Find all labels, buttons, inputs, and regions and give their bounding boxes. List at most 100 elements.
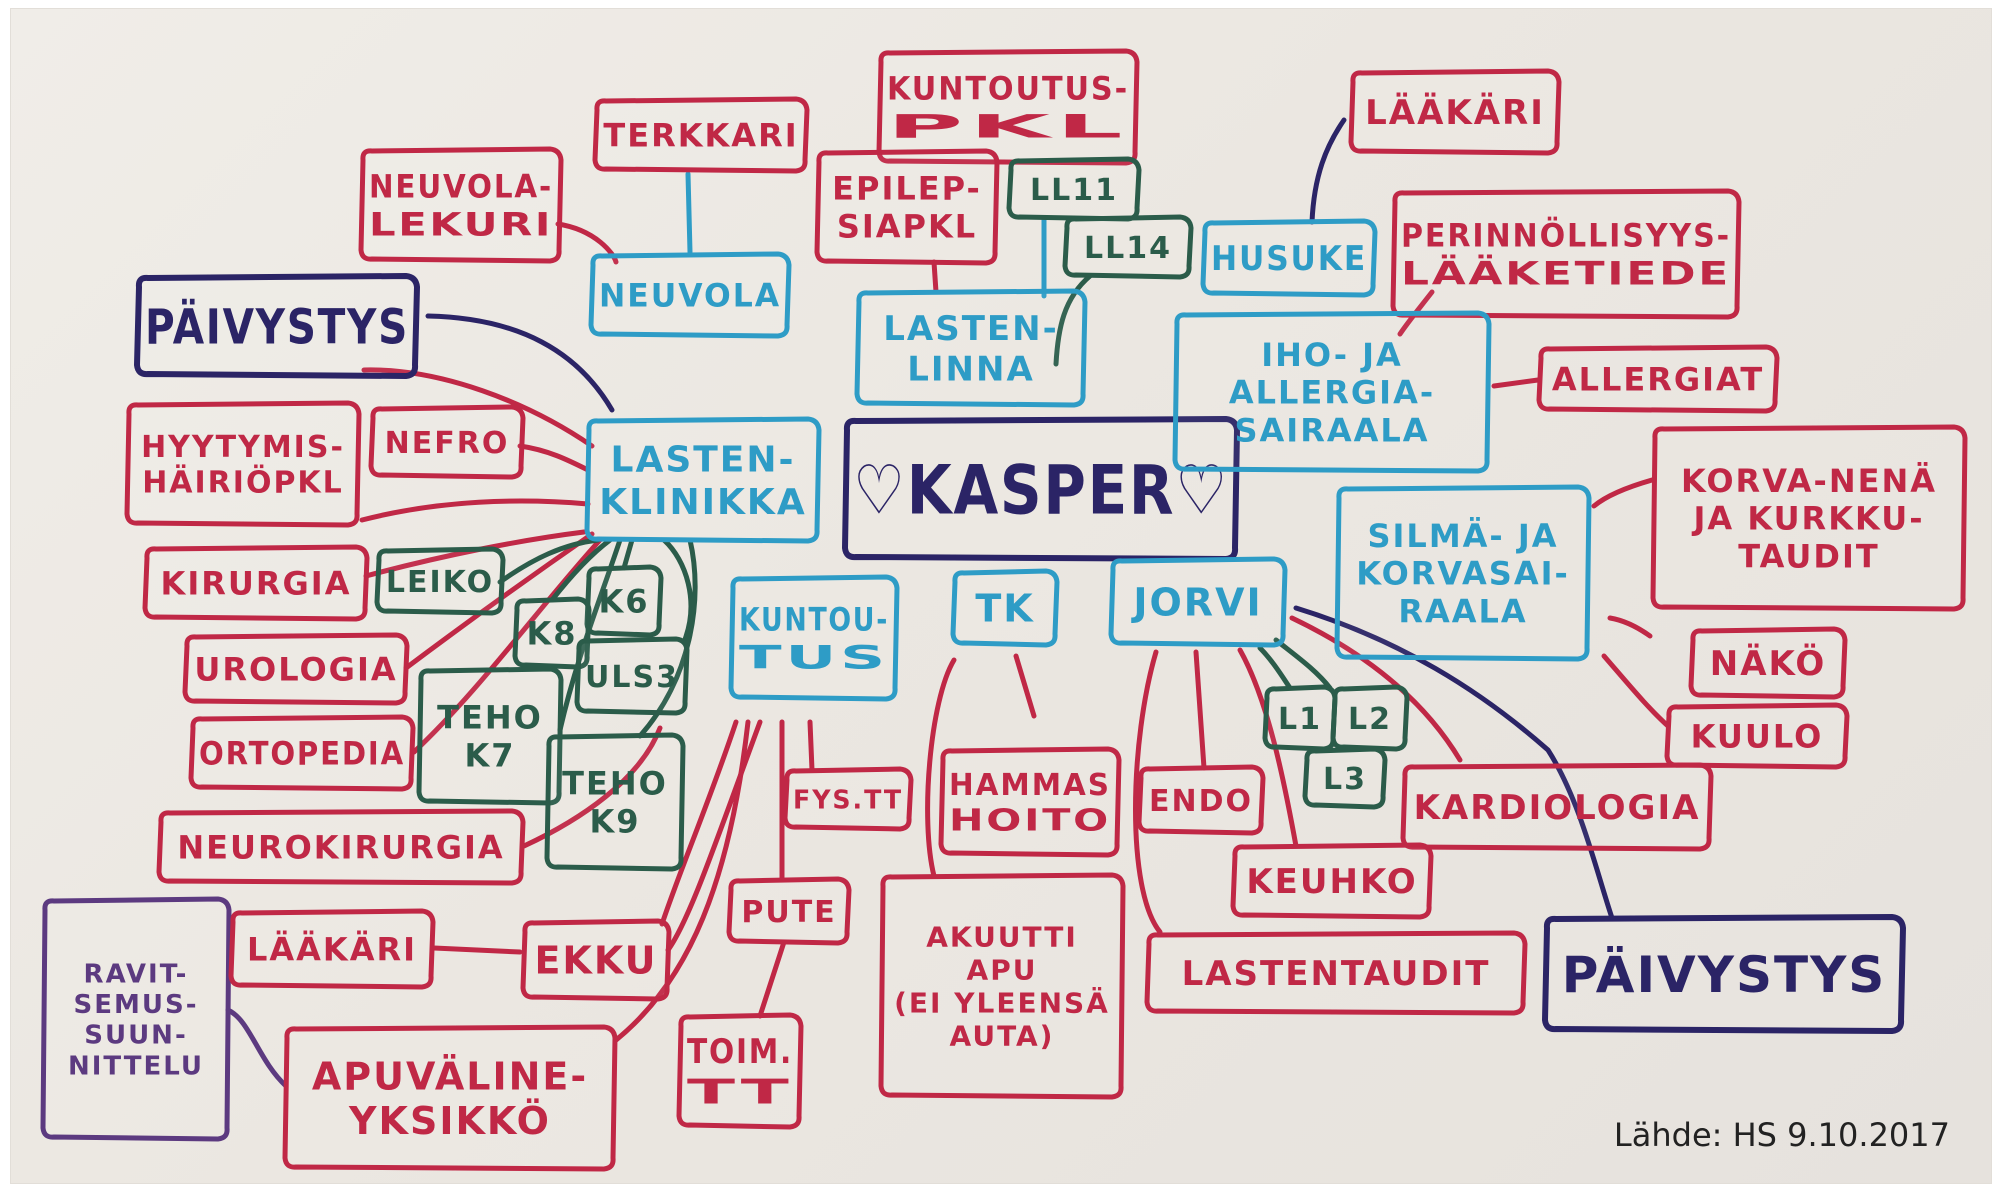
node-border (228, 908, 436, 990)
node-border (282, 1024, 618, 1172)
node-border (368, 404, 526, 480)
node-label-urologia: UROLOGIA (194, 651, 397, 689)
node-border (1172, 310, 1492, 474)
node-label-lastenklinikka: LASTEN-KLINIKKA (599, 440, 806, 523)
node-neurokirurgia: NEUROKIRURGIA (156, 808, 526, 886)
node-label-ekku: EKKU (534, 939, 657, 983)
node-k6: K6 (584, 564, 664, 638)
node-label-toim-tt: TOIM.TT (687, 1032, 793, 1112)
node-border (1230, 842, 1434, 920)
node-border (1390, 188, 1742, 320)
node-border (814, 148, 1000, 266)
connector-line (517, 443, 591, 473)
node-laakari-bottom: LÄÄKÄRI (228, 908, 436, 990)
connector-line (431, 945, 523, 955)
node-border (1108, 556, 1288, 648)
node-ekku: EKKU (520, 918, 672, 1002)
connector-line (359, 498, 591, 523)
node-border (1536, 344, 1780, 414)
node-leiko: LEIKO (374, 546, 506, 616)
node-border (950, 568, 1060, 648)
node-border (1400, 762, 1714, 852)
node-border (182, 632, 410, 706)
node-husuke: HUSUKE (1200, 218, 1378, 298)
connector-line (621, 537, 635, 571)
node-border (1348, 68, 1562, 156)
node-border (584, 564, 664, 638)
node-border (1334, 484, 1592, 662)
node-border (1650, 424, 1968, 612)
node-label-terkkari: TERKKARI (603, 117, 798, 155)
node-label-lastenlinna: LASTEN-LINNA (883, 309, 1058, 389)
node-border (854, 288, 1088, 408)
node-label-kirurgia: KIRURGIA (161, 565, 352, 603)
node-nefro: NEFRO (368, 404, 526, 480)
node-label-ll14: LL14 (1084, 231, 1172, 266)
connector-line (1053, 273, 1093, 367)
node-kirurgia: KIRURGIA (142, 544, 370, 622)
connector-line (1237, 647, 1299, 849)
node-fys-tt: FYS.TT (782, 766, 914, 832)
node-lastenlinna: LASTEN-LINNA (854, 288, 1088, 408)
node-label-keuhko: KEUHKO (1246, 862, 1417, 902)
source-note: Lähde: HS 9.10.2017 (1613, 1116, 1950, 1154)
node-label-paivystys-left: PÄIVYSTYS (145, 298, 409, 355)
node-border (1302, 746, 1388, 810)
connector-line (1309, 117, 1347, 225)
node-neuvola: NEUVOLA (588, 251, 792, 339)
connector-line (661, 537, 694, 645)
node-label-fys-tt: FYS.TT (793, 785, 903, 815)
connector-line (1257, 645, 1293, 691)
node-label-neuvola-lekuri: NEUVOLA-LEKURI (369, 168, 553, 244)
node-ll11: LL11 (1006, 156, 1142, 222)
connector-line (497, 537, 601, 585)
node-border (726, 876, 852, 946)
node-label-husuke: HUSUKE (1211, 239, 1367, 279)
node-label-ortopedia: ORTOPEDIA (199, 735, 405, 773)
connector-line (659, 719, 739, 927)
node-label-kardiologia: KARDIOLOGIA (1414, 788, 1701, 828)
node-label-epilepsia-pkl: EPILEP-SIAPKL (832, 170, 982, 246)
node-lastenklinikka: LASTEN-KLINIKKA (584, 416, 822, 544)
connector-line (1013, 653, 1037, 719)
node-label-laakari-top: LÄÄKÄRI (1365, 92, 1545, 133)
node-label-l1: L1 (1278, 702, 1322, 737)
node-border (124, 400, 362, 528)
node-border (358, 146, 564, 264)
connector-line (1133, 649, 1163, 935)
node-border (374, 546, 506, 616)
node-laakari-top: LÄÄKÄRI (1348, 68, 1562, 156)
node-label-apuvalineyksikko: APUVÄLINE-YKSIKKÖ (312, 1054, 588, 1143)
center-node-kasper: ♡KASPER♡ (842, 416, 1240, 562)
node-l3: L3 (1302, 746, 1388, 810)
connector-line (1601, 653, 1671, 729)
node-border (728, 574, 900, 702)
node-border (156, 808, 526, 886)
node-ll14: LL14 (1062, 214, 1194, 280)
node-label-ll11: LL11 (1030, 173, 1118, 208)
node-border (574, 636, 690, 716)
node-label-lastentaudit: LASTENTAUDIT (1182, 954, 1491, 994)
node-border (520, 918, 672, 1002)
node-label-kuulo: KUULO (1691, 718, 1824, 756)
connector-line (411, 537, 603, 755)
node-border (588, 251, 792, 339)
node-toim-tt: TOIM.TT (676, 1012, 804, 1130)
node-paivystys-left: PÄIVYSTYS (134, 273, 420, 379)
node-jorvi: JORVI (1108, 556, 1288, 648)
node-label-nefro: NEFRO (385, 426, 510, 461)
node-label-l2: L2 (1348, 702, 1392, 737)
connector-line (1491, 377, 1541, 389)
node-border (584, 416, 822, 544)
